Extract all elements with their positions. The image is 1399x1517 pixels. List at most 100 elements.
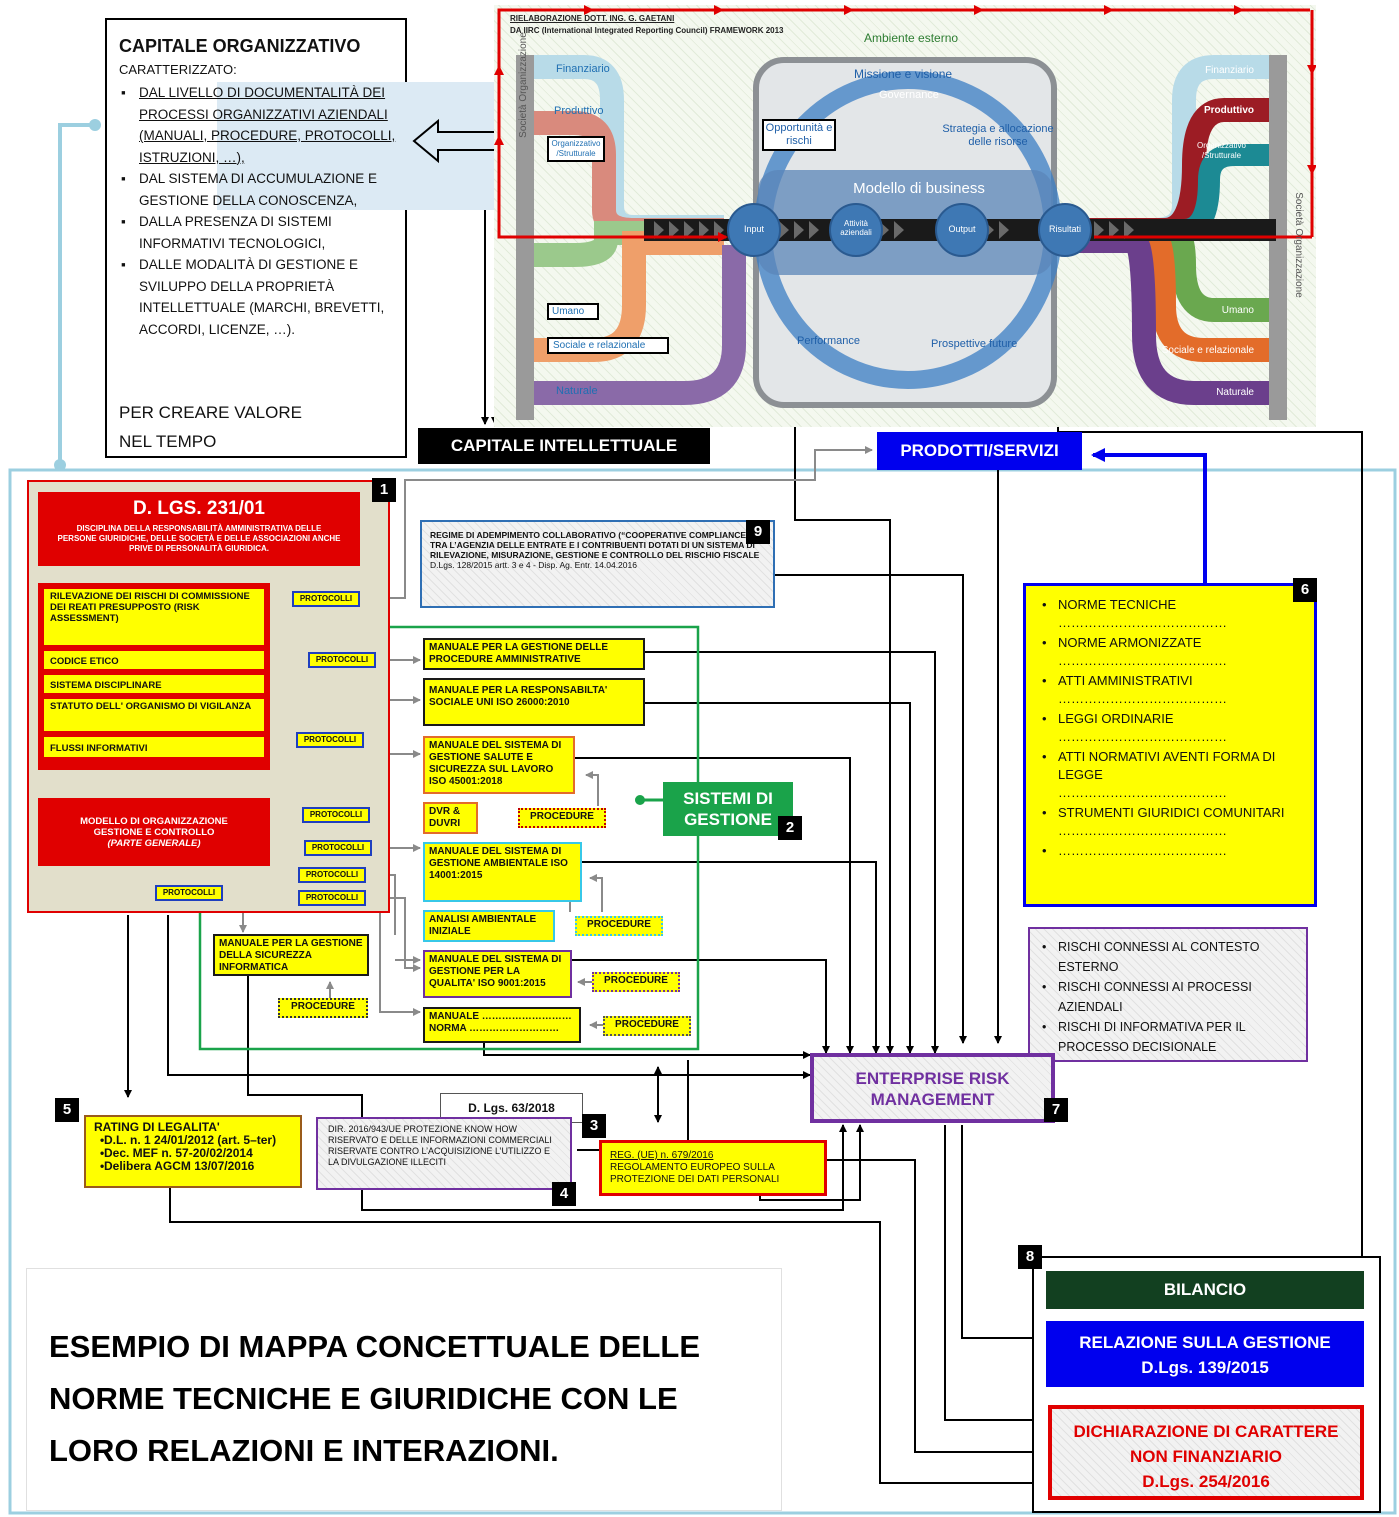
dichiarazione-non-finanziaria: DICHIARAZIONE DI CARATTERE NON FINANZIAR… — [1048, 1405, 1364, 1500]
governance: Governance — [879, 89, 939, 101]
list-item: NORME ARMONIZZATE………………………………… — [1036, 634, 1314, 670]
list-item: ATTI AMMINISTRATIVI………………………………… — [1036, 672, 1314, 708]
missione-visione: Missione e visione — [854, 67, 953, 81]
dichiarazione-ref: D.Lgs. 254/2016 — [1142, 1472, 1270, 1491]
box-norme: NORME TECNICHE………………………………… NORME ARMONI… — [1023, 583, 1317, 907]
risk-assessment: RILEVAZIONE DEI RISCHI DI COMMISSIONE DE… — [42, 587, 266, 647]
list-item: Dec. MEF n. 57-20/02/2014 — [94, 1147, 292, 1161]
list-item: ………………………………… — [1036, 842, 1314, 860]
box-rischi: RISCHI CONNESSI AL CONTESTO ESTERNO RISC… — [1028, 927, 1308, 1062]
left-organizzativo: Organizzativo /Strutturale — [547, 136, 605, 162]
right-umano: Umano — [1221, 305, 1254, 316]
analisi-ambientale: ANALISI AMBIENTALE INIZIALE — [423, 910, 555, 942]
procedure-3: PROCEDURE — [592, 972, 680, 992]
capitale-organizzativo-list: DAL LIVELLO DI DOCUMENTALITÀ DEI PROCESS… — [117, 82, 401, 340]
manuale-amministrative: MANUALE PER LA GESTIONE DELLE PROCEDURE … — [423, 638, 645, 670]
list-item: RISCHI CONNESSI AI PROCESSI AZIENDALI — [1036, 977, 1280, 1017]
list-item: D.L. n. 1 24/01/2012 (art. 5–ter) — [94, 1134, 292, 1148]
capitale-organizzativo-subtitle: CARATTERIZZATO: — [119, 62, 237, 77]
modello-title: MODELLO DI ORGANIZZAZIONE GESTIONE E CON… — [80, 816, 228, 838]
procedure-2: PROCEDURE — [575, 916, 663, 936]
badge-5: 5 — [55, 1098, 79, 1122]
output-label: Output — [948, 224, 976, 234]
list-item: DAL SISTEMA DI ACCUMULAZIONE E GESTIONE … — [117, 168, 401, 211]
right-naturale: Naturale — [1216, 387, 1254, 398]
gdpr-text: REGOLAMENTO EUROPEO SULLA PROTEZIONE DEI… — [610, 1162, 780, 1185]
rating-title: RATING DI LEGALITA' — [94, 1120, 220, 1134]
iirc-diagram: RIELABORAZIONE DOTT. ING. G. GAETANI DA … — [494, 5, 1316, 427]
modello-sub: (PARTE GENERALE) — [107, 838, 201, 849]
left-produttivo: Produttivo — [554, 105, 604, 117]
badge-7: 7 — [1044, 1098, 1068, 1122]
list-item: DALLE MODALITÀ DI GESTIONE E SVILUPPO DE… — [117, 254, 401, 340]
manuale-sicurezza-informatica: MANUALE PER LA GESTIONE DELLA SICUREZZA … — [213, 934, 369, 976]
right-organizzativo: Organizzativo /Strutturale — [1197, 141, 1246, 160]
caption-text: ESEMPIO DI MAPPA CONCETTUALE DELLE NORME… — [49, 1329, 701, 1468]
protocolli-7: PROTOCOLLI — [298, 890, 366, 906]
norme-list: NORME TECNICHE………………………………… NORME ARMONI… — [1026, 596, 1314, 860]
protocolli-6: PROTOCOLLI — [298, 867, 366, 883]
dvr-duvri: DVR & DUVRI — [423, 802, 478, 834]
flussi-informativi: FLUSSI INFORMATIVI — [42, 735, 266, 759]
box-gdpr: REG. (UE) n. 679/2016 REGOLAMENTO EUROPE… — [599, 1140, 827, 1196]
modello-organizzazione: MODELLO DI ORGANIZZAZIONE GESTIONE E CON… — [38, 798, 270, 866]
box9-text: REGIME DI ADEMPIMENTO COLLABORATIVO (“CO… — [430, 530, 760, 560]
protocolli-3: PROTOCOLLI — [296, 732, 364, 748]
dlgs-231-header: D. LGS. 231/01 DISCIPLINA DELLA RESPONSA… — [38, 492, 360, 566]
prospettive-future: Prospettive future — [931, 338, 1018, 350]
left-finanziario: Finanziario — [556, 63, 610, 75]
box9-ref: D.Lgs. 128/2015 artt. 3 e 4 - Disp. Ag. … — [430, 560, 637, 570]
side-left-label: Società Organizzazione — [518, 32, 529, 138]
performance: Performance — [797, 335, 860, 347]
right-produttivo: Produttivo — [1204, 105, 1254, 116]
badge-4: 4 — [552, 1182, 576, 1206]
badge-6: 6 — [1293, 578, 1317, 602]
risultati-label: Risultati — [1048, 224, 1081, 234]
badge-1: 1 — [372, 478, 396, 502]
dichiarazione-title: DICHIARAZIONE DI CARATTERE NON FINANZIAR… — [1073, 1422, 1339, 1466]
codice-etico: CODICE ETICO — [42, 649, 266, 671]
list-item: STRUMENTI GIURIDICI COMUNITARI…………………………… — [1036, 804, 1314, 840]
manuale-sociale: MANUALE PER LA RESPONSABILTA' SOCIALE UN… — [423, 678, 645, 726]
iirc-credit-1: RIELABORAZIONE DOTT. ING. G. GAETANI — [510, 14, 675, 23]
caption-box: ESEMPIO DI MAPPA CONCETTUALE DELLE NORME… — [26, 1268, 782, 1511]
strategia-allocazione: Strategia e allocazione delle risorse — [942, 123, 1054, 148]
list-item: LEGGI ORDINARIE………………………………… — [1036, 710, 1314, 746]
badge-3: 3 — [582, 1114, 606, 1138]
list-item: Delibera AGCM 13/07/2016 — [94, 1160, 292, 1174]
list-item: NORME TECNICHE………………………………… — [1036, 596, 1314, 632]
sistemi-di-gestione: SISTEMI DI GESTIONE — [663, 782, 793, 836]
relazione-title: RELAZIONE SULLA GESTIONE — [1079, 1333, 1331, 1352]
relazione-ref: D.Lgs. 139/2015 — [1141, 1358, 1269, 1377]
list-item: DAL LIVELLO DI DOCUMENTALITÀ DEI PROCESS… — [117, 82, 401, 168]
sistema-disciplinare: SISTEMA DISCIPLINARE — [42, 673, 266, 695]
right-sociale: Sociale e relazionale — [1161, 345, 1254, 356]
manuale-norma: MANUALE ……………………… NORMA ……………………… — [423, 1007, 581, 1043]
input-label: Input — [743, 224, 765, 234]
protocolli-1: PROTOCOLLI — [292, 591, 360, 607]
protocolli-5: PROTOCOLLI — [304, 840, 372, 856]
manuale-salute-sicurezza: MANUALE DEL SISTEMA DI GESTIONE SALUTE E… — [423, 736, 575, 794]
protocolli-8: PROTOCOLLI — [155, 885, 223, 901]
list-item: RISCHI DI INFORMATIVA PER IL PROCESSO DE… — [1036, 1017, 1280, 1057]
iirc-credit-2: DA IIRC (International Integrated Report… — [510, 26, 784, 35]
protocolli-2: PROTOCOLLI — [308, 652, 376, 668]
capitale-intellettuale: CAPITALE INTELLETTUALE — [418, 428, 710, 464]
gdpr-ref: REG. (UE) n. 679/2016 — [610, 1150, 714, 1161]
enterprise-risk-management: ENTERPRISE RISK MANAGEMENT — [810, 1053, 1055, 1123]
list-item: RISCHI CONNESSI AL CONTESTO ESTERNO — [1036, 937, 1280, 977]
procedure-1: PROCEDURE — [518, 808, 606, 828]
procedure-4: PROCEDURE — [603, 1016, 691, 1036]
rating-list: D.L. n. 1 24/01/2012 (art. 5–ter) Dec. M… — [94, 1134, 292, 1174]
procedure-5: PROCEDURE — [278, 998, 368, 1018]
left-naturale: Naturale — [556, 385, 598, 397]
box-cooperative-compliance: REGIME DI ADEMPIMENTO COLLABORATIVO (“CO… — [420, 520, 775, 608]
list-item: DALLA PRESENZA DI SISTEMI INFORMATIVI TE… — [117, 211, 401, 254]
opportunita-rischi: Opportunità e rischi — [762, 119, 836, 151]
rischi-list: RISCHI CONNESSI AL CONTESTO ESTERNO RISC… — [1030, 937, 1280, 1057]
box-know-how: DIR. 2016/943/UE PROTEZIONE KNOW HOW RIS… — [316, 1117, 572, 1190]
modello-business: Modello di business — [853, 180, 985, 197]
prodotti-servizi: PRODOTTI/SERVIZI — [877, 432, 1082, 470]
capitale-organizzativo-box: CAPITALE ORGANIZZATIVO CARATTERIZZATO: D… — [105, 18, 507, 458]
